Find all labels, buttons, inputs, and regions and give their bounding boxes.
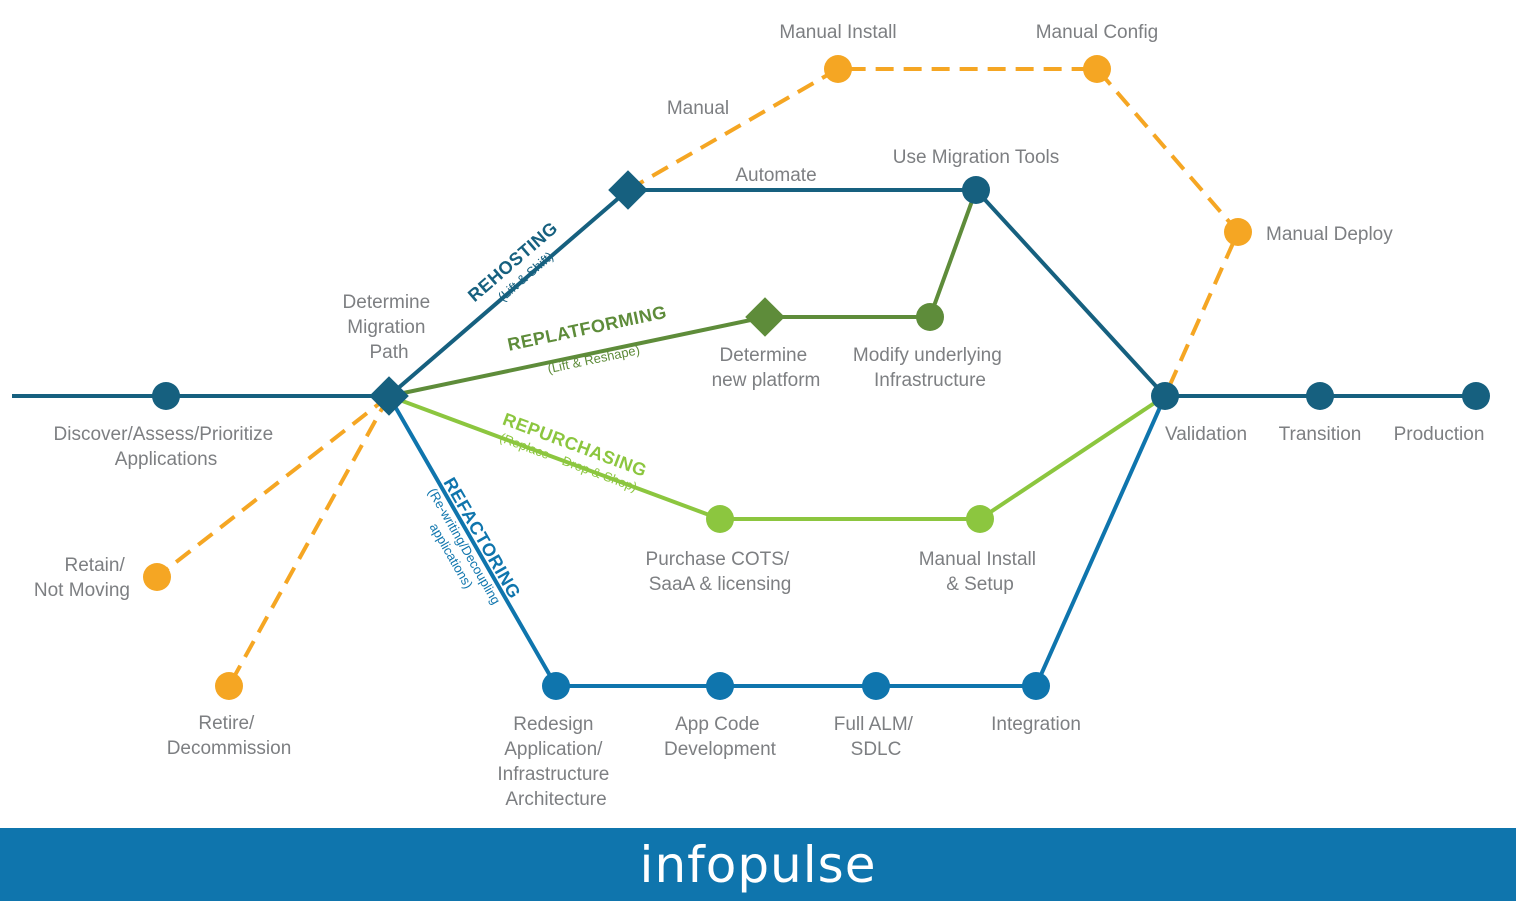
manual-deploy-label: Manual Deploy <box>1266 224 1393 245</box>
replatform-nodes <box>745 297 944 337</box>
footer-bar: infopulse <box>0 828 1516 901</box>
modify-infra-label: Modify underlying Infrastructure <box>853 345 1007 391</box>
use-migration-tools-label: Use Migration Tools <box>893 147 1060 168</box>
integration-label: Integration <box>991 714 1081 735</box>
replatforming-subtitle: (Lift & Reshape) <box>546 342 641 376</box>
production-node <box>1462 382 1490 410</box>
determine-platform-label: Determine new platform <box>712 345 821 391</box>
transition-label: Transition <box>1279 424 1362 445</box>
determine-platform-diamond <box>745 297 785 337</box>
retire-node <box>215 672 243 700</box>
redesign-node <box>542 672 570 700</box>
rehosting-title-group: REHOSTING (Lift & Shift) <box>464 218 561 306</box>
main-nodes <box>152 170 1490 416</box>
infopulse-logo[interactable]: infopulse <box>639 835 877 894</box>
replatforming-line <box>388 189 978 398</box>
rehosting-line <box>387 188 1167 398</box>
validation-label: Validation <box>1165 424 1247 445</box>
full-alm-node <box>862 672 890 700</box>
retain-label: Retain/ Not Moving <box>34 555 130 601</box>
replatforming-title: REPLATFORMING <box>506 302 669 355</box>
migration-path-diagram: Discover/Assess/Prioritize Applications … <box>12 22 1490 810</box>
repurchasing-line <box>388 394 1167 521</box>
retire-label: Retire/ Decommission <box>167 713 292 759</box>
determine-path-label: Determine Migration Path <box>343 292 436 363</box>
manual-deploy-node <box>1224 218 1252 246</box>
production-label: Production <box>1394 424 1485 445</box>
modify-infra-node <box>916 303 944 331</box>
app-code-label: App Code Development <box>664 714 777 760</box>
node-labels: Discover/Assess/Prioritize Applications … <box>34 22 1485 810</box>
full-alm-label: Full ALM/ SDLC <box>834 714 918 760</box>
automate-label: Automate <box>735 165 816 186</box>
determine-path-diamond <box>369 376 409 416</box>
retain-line <box>155 394 391 579</box>
manual-config-node <box>1083 55 1111 83</box>
redesign-label: Redesign Application/ Infrastructure Arc… <box>497 714 614 810</box>
retain-node <box>143 563 171 591</box>
validation-node <box>1151 382 1179 410</box>
manual-install-setup-node <box>966 505 994 533</box>
manual-nodes <box>143 55 1252 700</box>
manual-install-setup-label: Manual Install & Setup <box>919 549 1042 595</box>
app-code-node <box>706 672 734 700</box>
repurchasing-title-group: REPURCHASING (Replace – Drop & Shop) <box>498 409 650 495</box>
integration-node <box>1022 672 1050 700</box>
manual-config-label: Manual Config <box>1036 22 1159 43</box>
discover-node <box>152 382 180 410</box>
purchase-cots-node <box>706 505 734 533</box>
manual-label: Manual <box>667 98 729 119</box>
discover-label: Discover/Assess/Prioritize Applications <box>54 424 279 470</box>
automate-diamond <box>608 170 648 210</box>
manual-install-node <box>824 55 852 83</box>
use-migration-tools-node <box>962 176 990 204</box>
repurchase-nodes <box>706 505 994 533</box>
refactoring-title-group: REFACTORING (Re-writing/Decoupling appli… <box>425 474 525 607</box>
manual-install-label: Manual Install <box>779 22 896 43</box>
transition-node <box>1306 382 1334 410</box>
refactor-nodes <box>542 672 1050 700</box>
purchase-cots-label: Purchase COTS/ SaaA & licensing <box>646 549 795 595</box>
manual-dashed-lines <box>155 67 1241 687</box>
refactoring-line <box>387 395 1167 688</box>
